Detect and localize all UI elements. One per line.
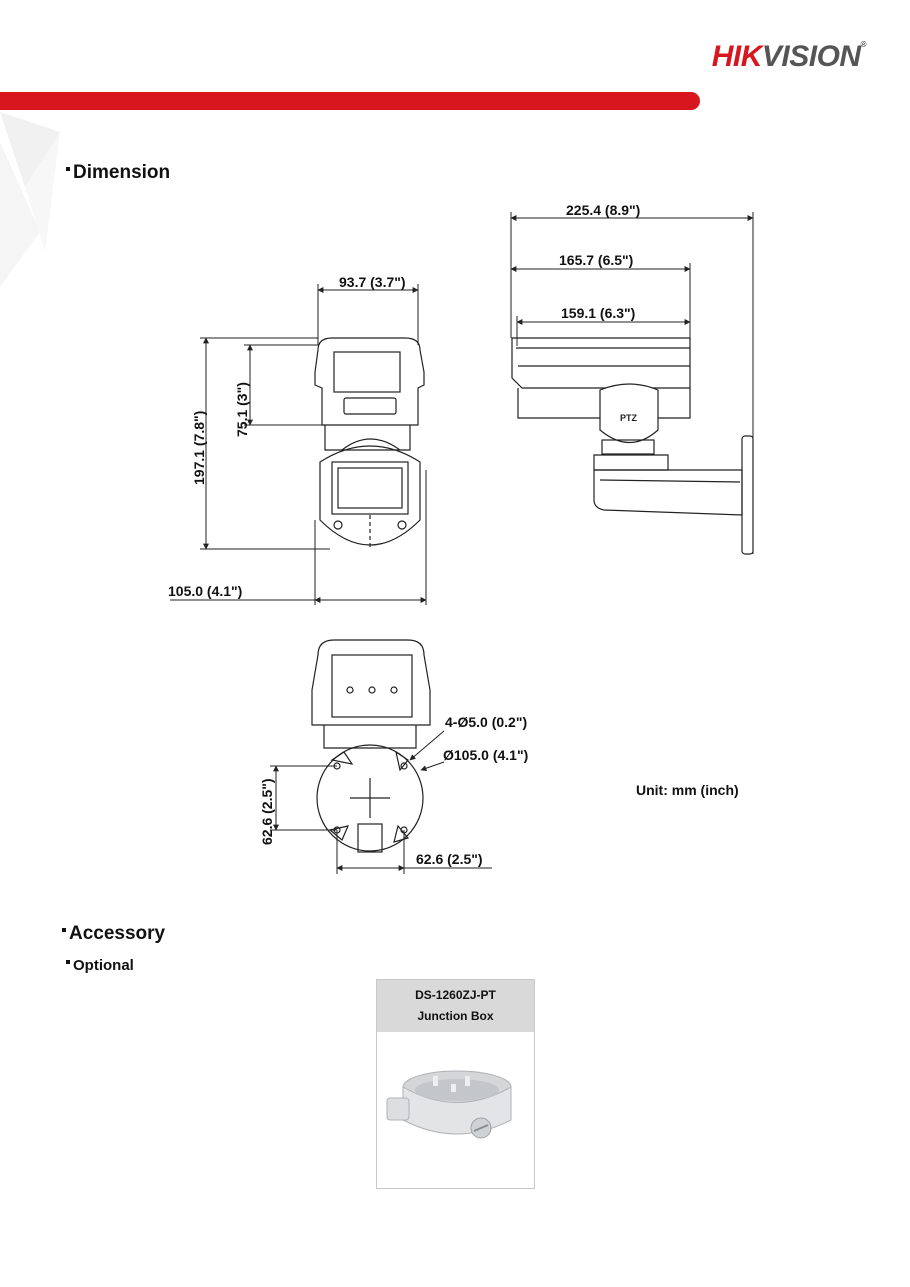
corner-watermark — [0, 112, 60, 287]
label-front-base-width: 105.0 (4.1") — [168, 583, 242, 599]
bottom-view-drawing — [311, 639, 431, 853]
bullet-icon — [66, 960, 70, 965]
label-hole-spacing-vertical: 62.6 (2.5") — [259, 778, 275, 845]
front-view-dimension-lines — [170, 284, 427, 605]
label-front-height: 197.1 (7.8") — [191, 411, 207, 485]
ptz-label: PTZ — [620, 413, 638, 423]
section-title-accessory: Accessory — [62, 923, 165, 945]
label-side-housing-width: 165.7 (6.5") — [559, 252, 633, 268]
section-title-dimension: Dimension — [66, 162, 170, 184]
side-view-drawing — [511, 337, 754, 555]
logo-registered-mark: ® — [860, 40, 867, 49]
bullet-icon — [66, 166, 70, 171]
bullet-icon — [62, 927, 66, 932]
side-view-dimension-lines — [510, 212, 754, 554]
junction-box-image — [386, 1070, 512, 1139]
dimension-drawings: 93.7 (3.7") 197.1 (7.8") 75.1 (3") 105.0… — [168, 202, 754, 874]
brand-logo: HIKVISION® — [711, 40, 867, 74]
label-hole-spacing-horizontal: 62.6 (2.5") — [416, 851, 483, 867]
front-view-drawing — [314, 337, 425, 548]
section-title-optional: Optional — [66, 957, 134, 974]
accessory-card-header: DS-1260ZJ-PT Junction Box — [377, 980, 534, 1032]
label-front-width: 93.7 (3.7") — [339, 274, 406, 290]
accessory-card: DS-1260ZJ-PT Junction Box — [376, 979, 535, 1189]
bottom-view-dimension-lines — [270, 730, 492, 874]
label-hole-spec: 4-Ø5.0 (0.2") — [445, 714, 527, 730]
logo-part-accent: VISION — [761, 40, 861, 73]
logo-part-main: HIK — [711, 40, 763, 73]
label-base-diameter: Ø105.0 (4.1") — [443, 747, 528, 763]
accessory-name: Junction Box — [417, 1009, 494, 1023]
label-front-housing-height: 75.1 (3") — [234, 382, 250, 437]
accessory-model: DS-1260ZJ-PT — [415, 988, 496, 1002]
label-side-total-width: 225.4 (8.9") — [566, 202, 640, 218]
label-side-window-width: 159.1 (6.3") — [561, 305, 635, 321]
unit-note: Unit: mm (inch) — [636, 782, 739, 798]
header-red-bar — [0, 92, 700, 110]
